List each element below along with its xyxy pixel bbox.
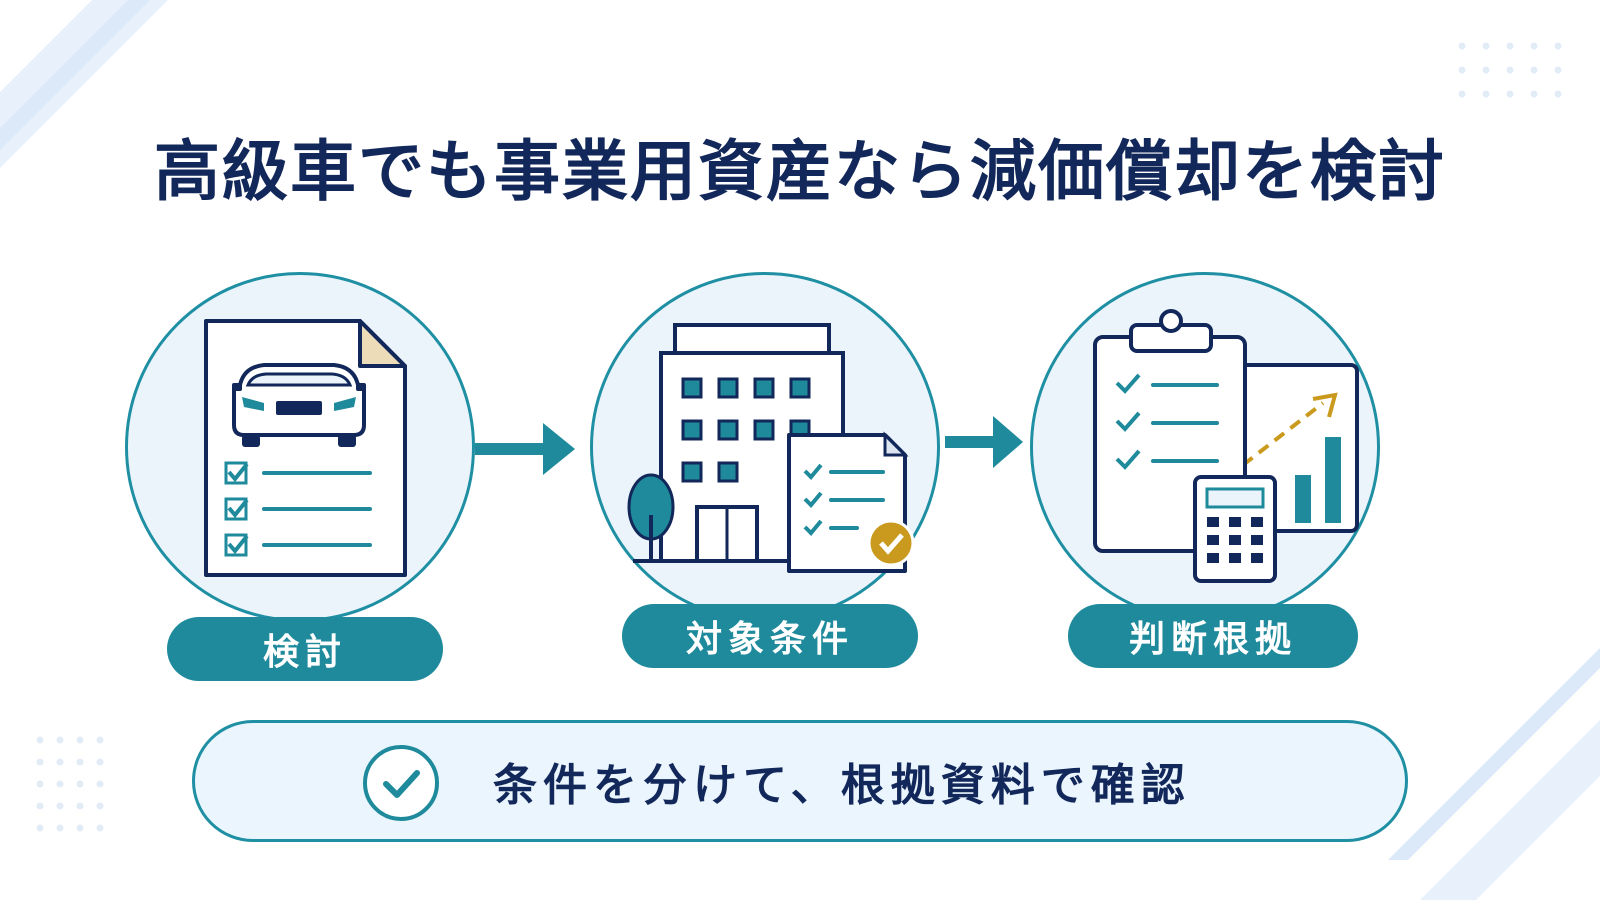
office-building-document-icon [627,323,915,573]
step-1-circle [125,272,475,622]
step-1-label: 検討 [167,617,443,681]
arrow-right-icon [475,423,575,475]
clipboard-calculator-chart-icon [1093,309,1359,583]
page-title: 高級車でも事業用資産なら減価償却を検討 [154,133,1446,210]
car-document-checklist-icon [204,319,407,577]
step-3-label: 判断根拠 [1068,604,1358,668]
arrow-right-icon [945,416,1023,468]
step-3-circle [1030,272,1380,622]
summary-text: 条件を分けて、根拠資料で確認 [493,760,1191,811]
check-circle-icon [363,745,439,821]
summary-bar: 条件を分けて、根拠資料で確認 [192,720,1408,842]
step-2-circle [590,272,940,622]
step-2-label: 対象条件 [622,604,918,668]
